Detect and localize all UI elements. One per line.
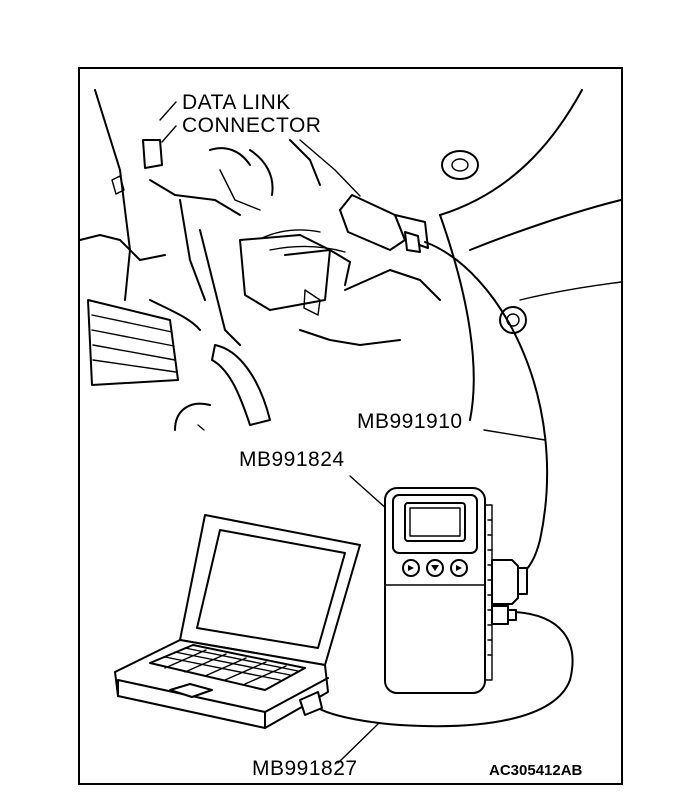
cable-mb991827 xyxy=(317,611,574,728)
figure-frame xyxy=(78,67,623,785)
cable-mb991910-label: MB991910 xyxy=(357,410,463,433)
vci-device-drawing xyxy=(384,487,528,694)
laptop-drawing xyxy=(114,514,361,729)
leader-mb991824 xyxy=(349,475,389,511)
device-mb991824-label: MB991824 xyxy=(239,448,345,471)
data-link-label-line2: CONNECTOR xyxy=(182,114,322,137)
data-link-leader-2 xyxy=(161,125,177,143)
cable-mb991910 xyxy=(424,241,549,576)
figure-code: AC305412AB xyxy=(489,762,583,779)
data-link-label-line1: DATA LINK xyxy=(182,91,291,114)
leader-mb991910 xyxy=(483,429,546,441)
leader-mb991827 xyxy=(337,723,379,764)
connector-pointer-line xyxy=(299,139,361,197)
vehicle-interior-drawing xyxy=(79,89,622,431)
data-link-leader-1 xyxy=(159,101,177,121)
cable-mb991827-label: MB991827 xyxy=(252,757,358,780)
